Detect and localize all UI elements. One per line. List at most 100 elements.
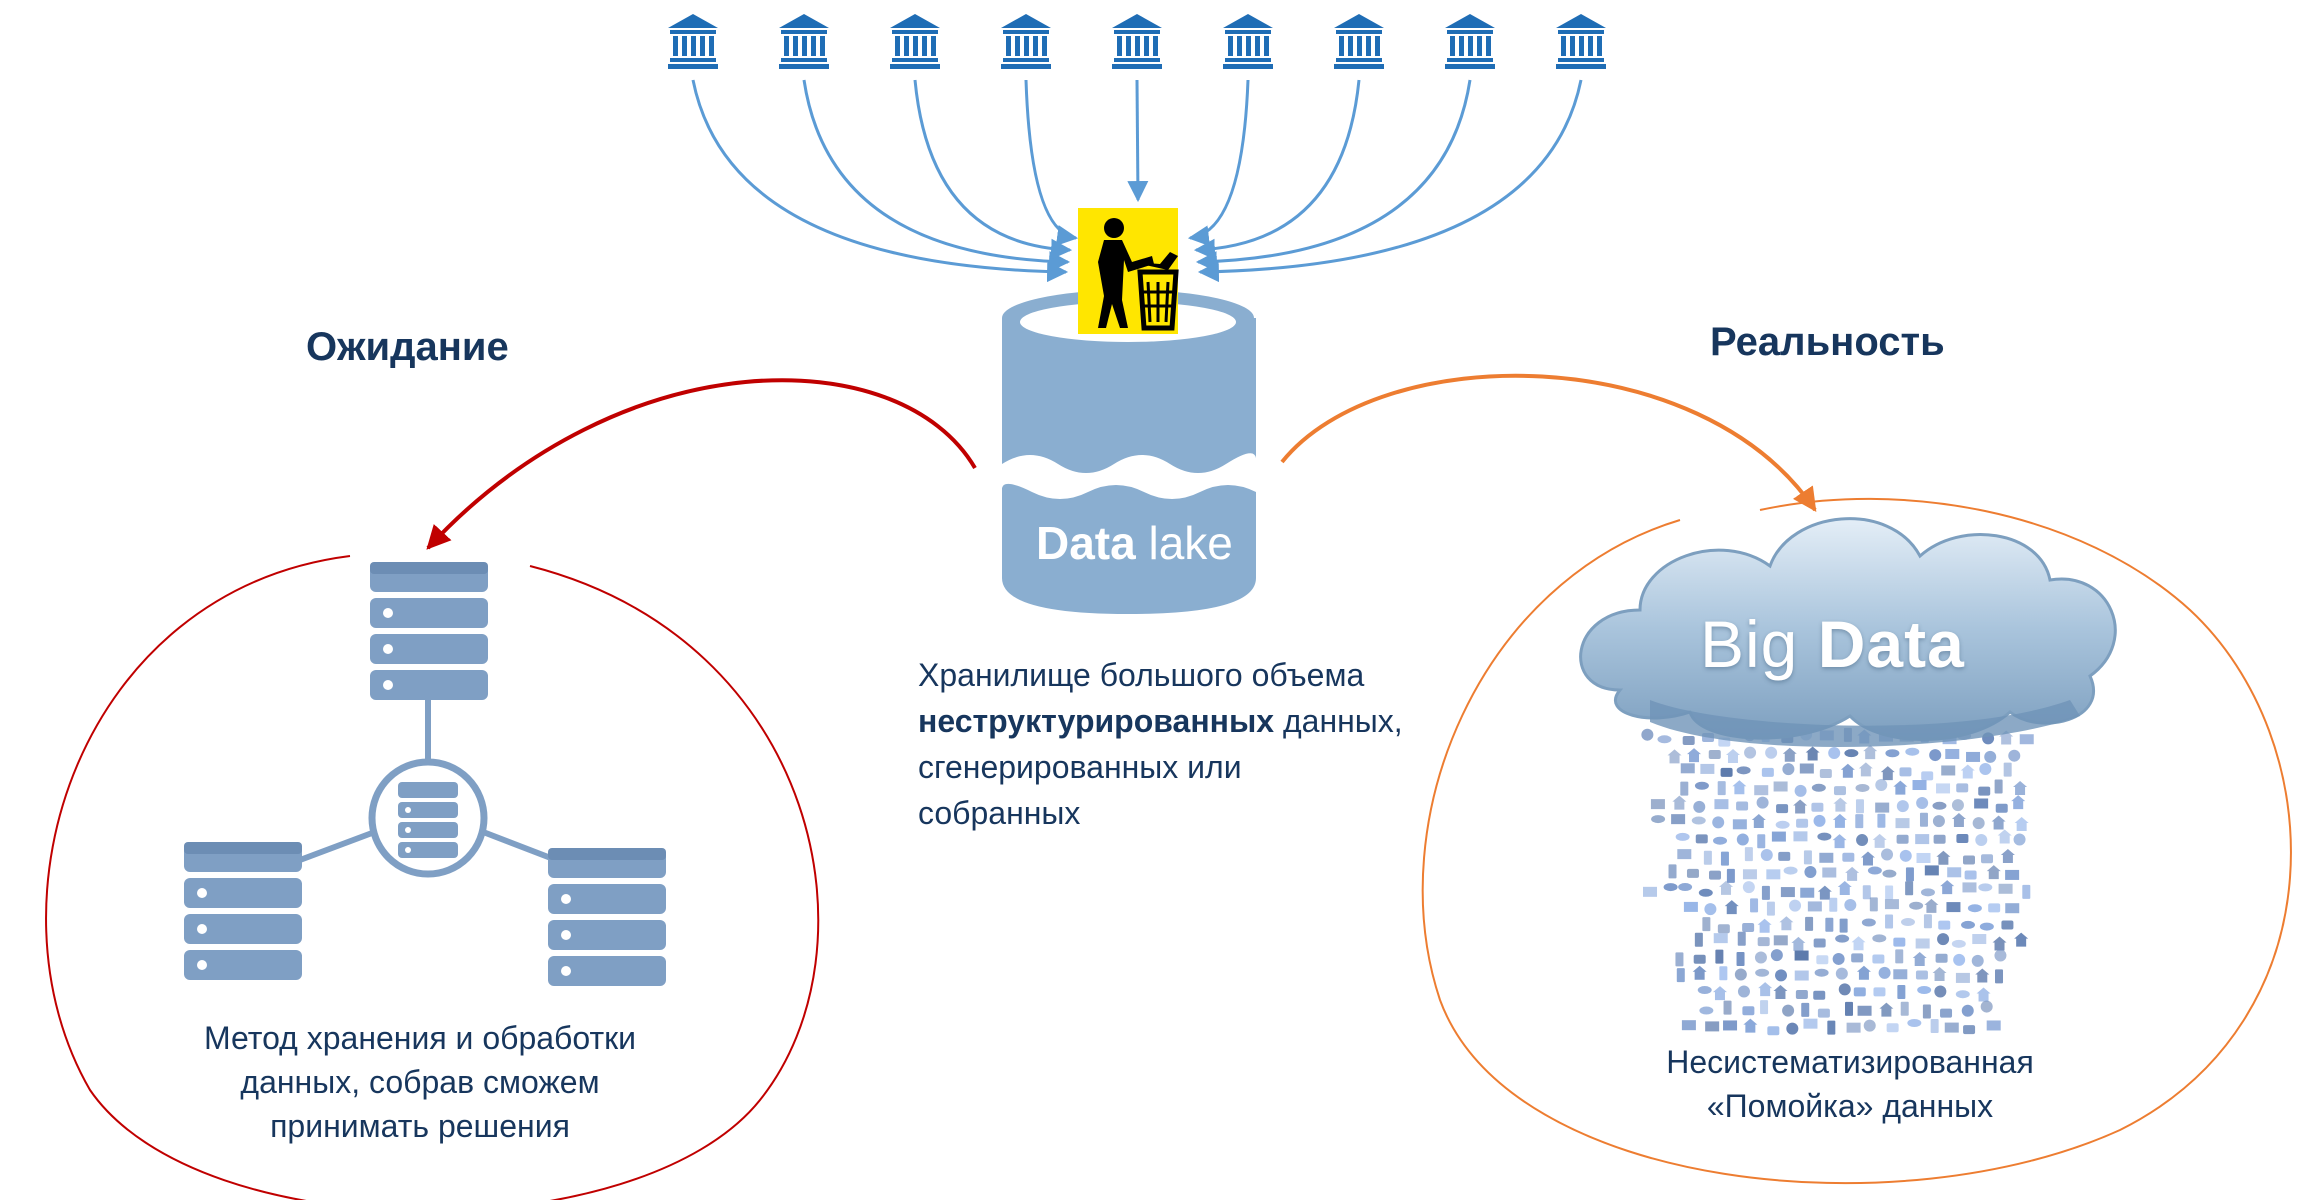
circle-icon [1951, 799, 1964, 812]
lock-icon [1813, 990, 1826, 1000]
square-icon [1998, 883, 2013, 894]
phone-icon [1994, 779, 2003, 794]
lock-icon [1795, 990, 1808, 1000]
lock-icon [1956, 834, 1969, 844]
circle-icon [1693, 800, 1706, 813]
house-icon [1997, 829, 2012, 844]
phone-icon [1715, 949, 1724, 964]
circle-icon [1896, 800, 1909, 813]
house-icon [1845, 866, 1860, 881]
phone-icon [1736, 952, 1745, 967]
phone-icon [1703, 850, 1712, 865]
house-icon [1912, 951, 1927, 966]
lock-icon [1921, 771, 1934, 781]
phone-icon [1717, 781, 1726, 796]
phone-icon [1723, 1000, 1732, 1015]
desc-line-2: неструктурированных данных, [918, 698, 1438, 744]
phone-icon [1760, 1000, 1769, 1015]
phone-icon [1905, 881, 1914, 896]
square-icon [1857, 1005, 1872, 1016]
leaf-icon [1678, 883, 1693, 892]
lock-icon [1767, 1026, 1780, 1036]
leaf-icon [1699, 1006, 1714, 1015]
phone-icon [1801, 1002, 1810, 1017]
house-icon [1758, 982, 1773, 997]
circle-icon [1789, 899, 1802, 912]
server-stack-right-icon [548, 848, 666, 986]
circle-icon [1979, 762, 1992, 775]
lock-icon [1708, 750, 1721, 760]
lock-icon [1964, 870, 1977, 880]
phone-icon [1919, 812, 1928, 827]
house-icon [1924, 898, 1939, 913]
phone-icon [1922, 1004, 1931, 1019]
circle-icon [1782, 763, 1795, 776]
phone-icon [1885, 885, 1894, 900]
circle-icon [1754, 951, 1767, 964]
leaf-icon [1713, 836, 1728, 845]
square-icon [1773, 935, 1788, 946]
phone-icon [2003, 762, 2012, 777]
lock-icon [1776, 804, 1789, 814]
house-icon [1840, 763, 1855, 778]
circle-icon [1975, 833, 1988, 846]
square-icon [1915, 938, 1930, 949]
circle-icon [1980, 1000, 1993, 1013]
square-icon [1650, 799, 1665, 810]
big-data-cloud [1579, 517, 2117, 747]
circle-icon [1775, 969, 1788, 982]
circle-icon [1856, 834, 1869, 847]
leaf-icon [1675, 832, 1690, 841]
leaf-icon [1917, 985, 1932, 994]
circle-icon [1736, 833, 1749, 846]
square-icon [1912, 780, 1927, 791]
house-icon [1951, 813, 1966, 828]
square-icon [1846, 1022, 1861, 1033]
phone-icon [1930, 1019, 1939, 1034]
desc-line-2-bold: неструктурированных [918, 703, 1275, 739]
leaf-icon [1967, 904, 1982, 913]
square-icon [1793, 831, 1808, 842]
square-icon [1819, 852, 1834, 863]
litter-bin-icon [1078, 208, 1179, 334]
leaf-icon [1814, 968, 1829, 977]
lock-icon [1817, 1008, 1830, 1018]
lock-icon [1988, 903, 2001, 913]
house-icon [1975, 968, 1990, 983]
circle-icon [1972, 817, 1985, 830]
house-icon [1692, 965, 1707, 980]
square-icon [1916, 852, 1931, 863]
lock-icon [1819, 769, 1832, 779]
square-icon [1705, 1021, 1720, 1032]
lock-icon [1938, 920, 1951, 930]
leaf-icon [1978, 883, 1993, 892]
square-icon [1822, 867, 1837, 878]
square-icon [1884, 899, 1899, 910]
house-icon [1832, 834, 1847, 849]
house-icon [1732, 780, 1747, 795]
square-icon [1671, 814, 1686, 825]
house-icon [1725, 748, 1740, 763]
phone-icon [1803, 850, 1812, 865]
phone-icon [1694, 932, 1703, 947]
house-icon [2013, 780, 2028, 795]
house-icon [1719, 880, 1734, 895]
square-icon [1680, 763, 1695, 774]
server-stack-left-icon [184, 842, 302, 980]
phone-icon [1923, 914, 1932, 929]
bank-building-icon [890, 14, 940, 69]
lock-icon [1872, 954, 1885, 964]
house-icon [1872, 833, 1887, 848]
leaf-icon [1698, 888, 1713, 897]
house-icon [1932, 966, 1947, 981]
leaf-icon [1951, 939, 1966, 948]
lock-icon [1709, 870, 1722, 880]
lock-icon [1682, 735, 1695, 745]
reality-heading: Реальность [1710, 320, 1945, 364]
lock-icon [1742, 922, 1755, 932]
circle-icon [1712, 816, 1725, 829]
lock-icon [1695, 834, 1708, 844]
square-icon [1972, 934, 1987, 945]
house-icon [1940, 880, 1955, 895]
house-icon [1856, 965, 1871, 980]
